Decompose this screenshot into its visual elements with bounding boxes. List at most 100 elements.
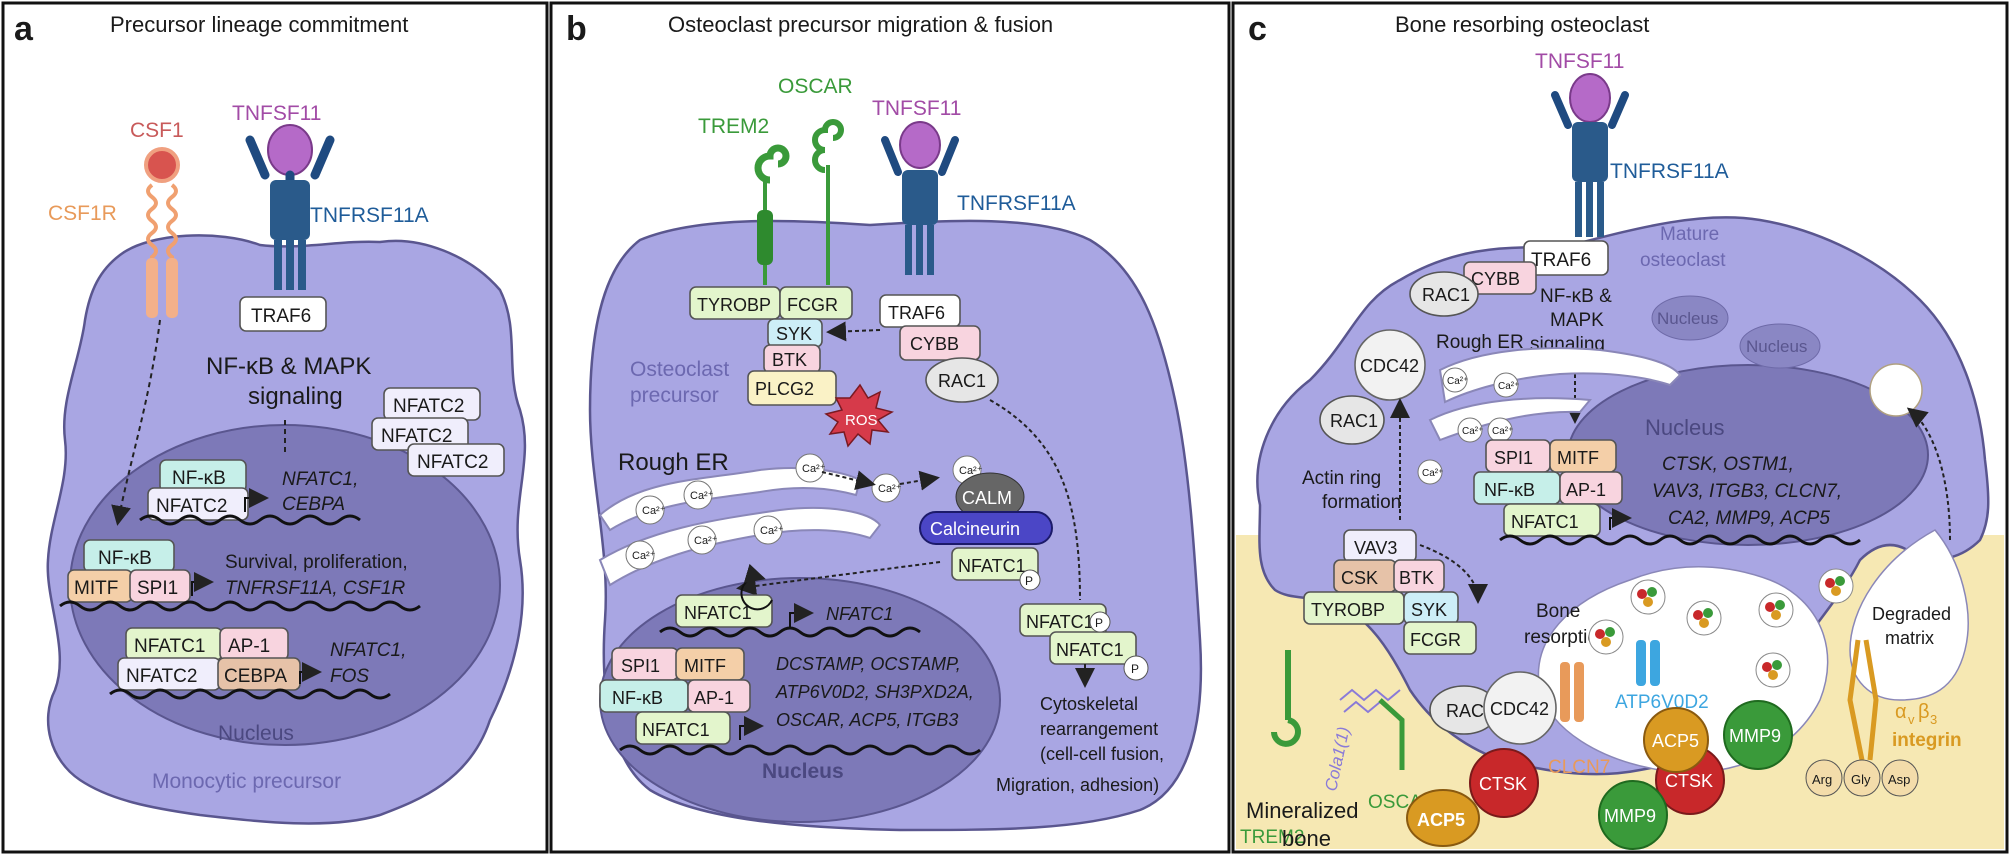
panel-c-title: Bone resorbing osteoclast <box>1395 12 1649 37</box>
plcg2-label: PLCG2 <box>755 379 814 399</box>
mitf-label: MITF <box>1557 448 1599 468</box>
ros-burst-icon <box>824 383 894 448</box>
transcytosis-arrow <box>1906 407 1951 541</box>
nucleus-small-label: Nucleus <box>1657 309 1718 328</box>
nfatc1-label: NFATC1 <box>684 603 752 623</box>
acp5-label: ACP5 <box>1652 731 1699 751</box>
panel-a-frame <box>1 1 549 854</box>
csk-label: CSK <box>1341 568 1378 588</box>
tnfrsf11a-tm-icon <box>1586 182 1593 237</box>
nucleus-small-1 <box>1651 295 1729 341</box>
csf1r-receptor-icon <box>146 183 178 260</box>
nucleus-c-label: Nucleus <box>1645 415 1724 440</box>
tnfrsf11a-tm-icon <box>927 225 934 275</box>
tnfrsf11a-tm-icon <box>286 240 294 290</box>
acp5-label: ACP5 <box>1417 810 1465 830</box>
cybb-label: CYBB <box>910 334 959 354</box>
integrin-label: integrin <box>1892 730 1962 751</box>
spi1-box <box>129 569 191 603</box>
asp-residue <box>1881 759 1919 797</box>
nucleus-b-label: Nucleus <box>762 760 844 783</box>
signal-c-2: MAPK <box>1550 310 1604 331</box>
trem2-c-label: TREM2 <box>1240 827 1304 848</box>
ap1-label: AP-1 <box>1566 480 1606 500</box>
clcn7-channel-icon <box>1574 662 1584 722</box>
nfatc1-label: NFATC1 <box>1026 612 1094 632</box>
mature-label-2: osteoclast <box>1640 250 1726 271</box>
promoter-arrow-icon <box>191 572 214 596</box>
acp5-enzyme-icon <box>1406 789 1480 847</box>
bone-res-1: Bone <box>1536 601 1580 622</box>
mmp9-enzyme-icon <box>1598 780 1668 850</box>
nucleus-small-2 <box>1739 323 1821 369</box>
trem2-receptor-icon <box>754 144 790 184</box>
oscar-label: OSCAR <box>778 75 853 98</box>
calcineurin-box <box>919 511 1053 545</box>
csf1-ligand-icon <box>144 147 180 183</box>
panel-b-title: Osteoclast precursor migration & fusion <box>668 12 1053 37</box>
cebpa-label: CEBPA <box>224 666 287 687</box>
nfatc1-gene-label: NFATC1 <box>826 604 893 624</box>
panel-c-letter: c <box>1248 10 1267 48</box>
ca-ion-label: Ca²⁺ <box>694 535 718 547</box>
ca-ion-label: Ca²⁺ <box>1492 426 1513 437</box>
secretory-vesicles-icon <box>1588 568 1854 688</box>
genes-c-2: VAV3, ITGB3, CLCN7, <box>1652 481 1842 502</box>
promoter-arrow-icon <box>739 716 764 740</box>
phosphate-label: P <box>1131 662 1139 676</box>
tnfrsf11a-receptor-icon <box>1551 91 1629 129</box>
csf1-label: CSF1 <box>130 119 184 142</box>
dna-strand-icon <box>59 600 421 612</box>
nfkb-label: NF-κB <box>612 688 663 708</box>
cdc42-bubble <box>1483 671 1557 745</box>
degraded-1: Degraded <box>1872 604 1951 624</box>
promoter-arrow-icon <box>1609 508 1632 530</box>
ctsk-label: CTSK <box>1665 771 1713 791</box>
phosphate-label: P <box>1095 616 1103 630</box>
csf1r-tm-icon <box>146 258 158 318</box>
tnfsf11-label: TNFSF11 <box>1535 50 1624 73</box>
nucleus-small-label: Nucleus <box>1746 337 1807 356</box>
ca-ion-label: Ca²⁺ <box>690 490 714 502</box>
tyrobp-label: TYROBP <box>697 295 771 315</box>
phosphate-icon <box>1123 655 1149 681</box>
tnfrsf11a-tm-icon <box>298 240 306 290</box>
ca-ion-label: Ca²⁺ <box>632 550 656 562</box>
degraded-matrix-vesicle <box>1849 529 1969 701</box>
syk-label: SYK <box>1411 600 1447 620</box>
dna-strand-icon <box>659 626 921 638</box>
nfatc2-label: NFATC2 <box>156 496 227 517</box>
integrin-beta: β <box>1918 701 1930 723</box>
fcgr-box <box>1403 621 1477 655</box>
bone-resorption-arrow <box>1419 544 1488 604</box>
tnfsf11-trimer-icon <box>1569 73 1611 123</box>
tnfrsf11a-tm-icon <box>905 225 912 275</box>
mmp9-label: MMP9 <box>1604 806 1656 826</box>
nfatc1-label: NFATC1 <box>134 636 205 657</box>
cell-b-label-2: precursor <box>630 384 719 407</box>
syk-label: SYK <box>776 324 812 344</box>
tnfsf11-trimer-icon <box>267 124 313 176</box>
traf6-box <box>239 296 327 332</box>
nfatc2-label: NFATC2 <box>126 666 197 687</box>
rac1-bubble <box>925 357 999 403</box>
calcium-ion-icons <box>625 453 901 570</box>
ca-ion-label: Ca²⁺ <box>1498 381 1519 392</box>
mitf-label: MITF <box>74 578 118 599</box>
tnfrsf11a-receptor-icon <box>881 136 959 176</box>
spi1-label: SPI1 <box>1494 448 1533 468</box>
nfatc2-label: NFATC2 <box>417 452 488 473</box>
ca-ion-label: Ca²⁺ <box>1462 426 1483 437</box>
rac1-cytoskeleton-arrow <box>989 399 1081 601</box>
tnfrsf11a-label: TNFRSF11A <box>1610 160 1729 183</box>
rac1-label: RAC1 <box>1422 285 1470 305</box>
dna-strand-icon <box>109 688 391 700</box>
traf6-label: TRAF6 <box>888 303 945 323</box>
asp-label: Asp <box>1888 772 1910 787</box>
phosphate-label: P <box>1025 574 1033 588</box>
fcgr-label: FCGR <box>1410 630 1461 650</box>
calm-label: CALM <box>962 488 1012 508</box>
ca-calm-arrow <box>899 470 940 491</box>
ca-ion-label: Ca²⁺ <box>1447 376 1468 387</box>
integrin-sub-3: 3 <box>1930 712 1937 727</box>
